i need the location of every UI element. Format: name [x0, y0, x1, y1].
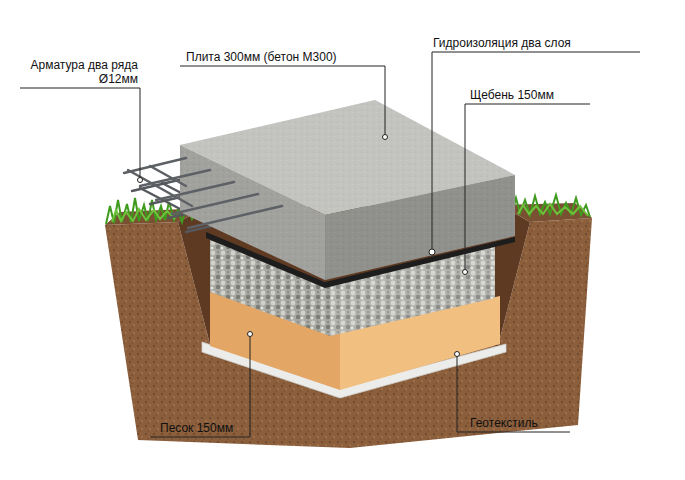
layer-label: Щебень 150мм [470, 88, 554, 102]
leader-geotextile [457, 356, 570, 432]
slab-right [325, 175, 515, 280]
grass-right-light [518, 204, 588, 216]
rebar-upper [124, 158, 282, 228]
grass-right [512, 195, 590, 217]
layer-label: Плита 300мм (бетон М300) [186, 50, 337, 64]
leader-sand [150, 336, 250, 437]
slab-left [180, 145, 325, 280]
layer-label: Гидроизоляция два слоя [433, 36, 571, 50]
layer-label: Геотекстиль [470, 416, 538, 430]
grass-left-light [112, 209, 175, 222]
leader-lines [20, 52, 640, 437]
leader-rebar [20, 88, 140, 178]
slab-left-shade [180, 145, 325, 280]
leader-dots [138, 135, 468, 357]
leader-slab [180, 66, 385, 135]
layer-label: Песок 150мм [160, 421, 233, 435]
layer-label: Арматура два ряда Ø12мм [14, 58, 138, 86]
slab-right-shade [325, 175, 515, 280]
leader-waterproofing [432, 52, 640, 250]
leader-gravel [465, 104, 590, 270]
